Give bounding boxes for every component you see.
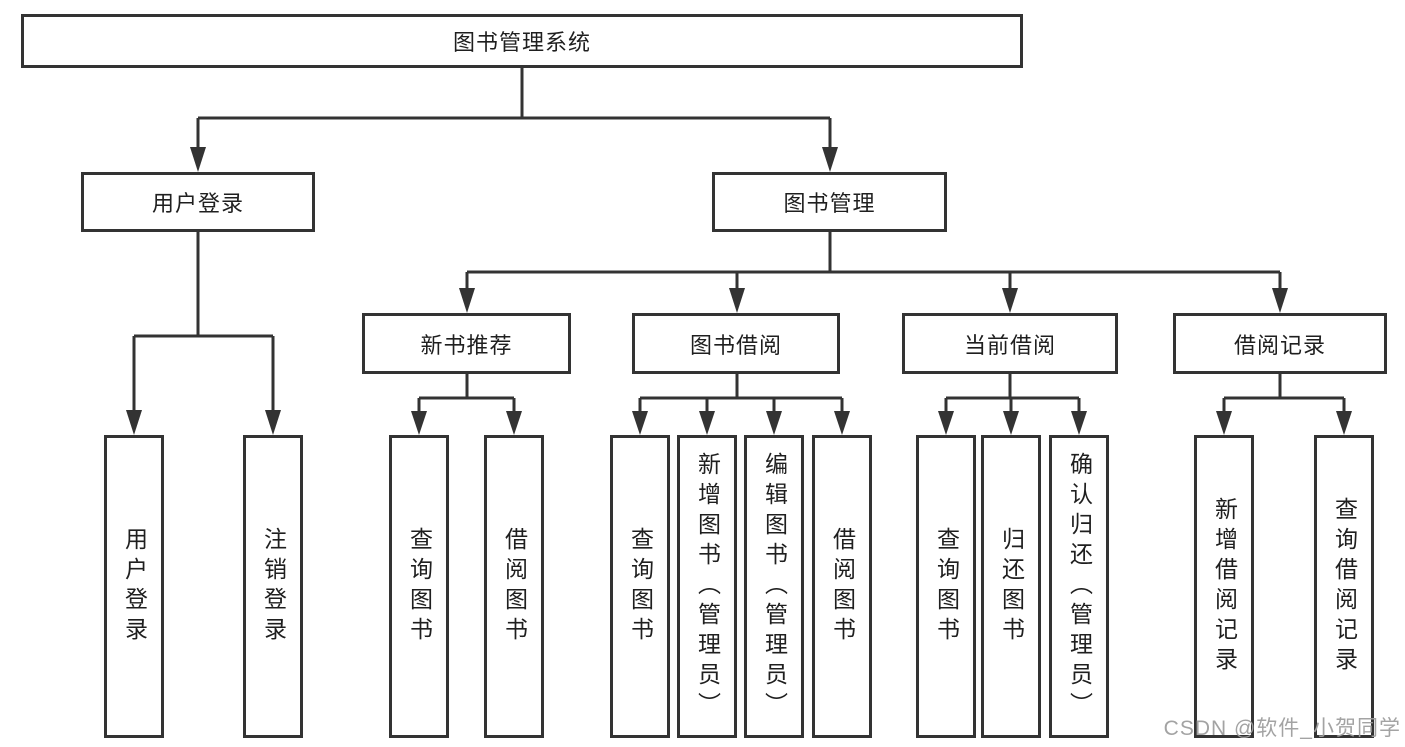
node-label: 归还图书 bbox=[998, 526, 1025, 647]
node-leaf-confirm-return-admin: 确认归还（管理员） bbox=[1049, 435, 1109, 738]
node-label: 查询图书 bbox=[933, 526, 960, 647]
node-label: 新书推荐 bbox=[420, 332, 513, 358]
node-label: 当前借阅 bbox=[963, 332, 1056, 358]
node-book-borrow: 图书借阅 bbox=[632, 313, 840, 374]
node-label: 用户登录 bbox=[121, 526, 148, 647]
arrowheads bbox=[126, 147, 1352, 435]
node-leaf-query-borrow-record: 查询借阅记录 bbox=[1314, 435, 1374, 738]
node-leaf-query-book-3: 查询图书 bbox=[916, 435, 976, 738]
node-label: 确认归还（管理员） bbox=[1066, 451, 1093, 722]
node-leaf-borrow-book-2: 借阅图书 bbox=[812, 435, 872, 738]
node-label: 查询图书 bbox=[627, 526, 654, 647]
node-leaf-borrow-book-1: 借阅图书 bbox=[484, 435, 544, 738]
csdn-watermark: CSDN @软件_小贺同学 bbox=[1163, 717, 1401, 740]
node-leaf-add-book-admin: 新增图书（管理员） bbox=[677, 435, 737, 738]
node-leaf-query-book-2: 查询图书 bbox=[610, 435, 670, 738]
node-label: 图书管理 bbox=[783, 191, 876, 216]
node-new-book-recommend: 新书推荐 bbox=[362, 313, 571, 374]
node-label: 新增借阅记录 bbox=[1211, 496, 1238, 677]
node-label: 借阅图书 bbox=[501, 526, 528, 647]
node-borrow-records: 借阅记录 bbox=[1173, 313, 1387, 374]
node-label: 编辑图书（管理员） bbox=[761, 451, 788, 722]
node-label: 图书管理系统 bbox=[452, 30, 591, 55]
node-label: 新增图书（管理员） bbox=[694, 451, 721, 722]
node-label: 查询图书 bbox=[406, 526, 433, 647]
node-leaf-add-borrow-record: 新增借阅记录 bbox=[1194, 435, 1254, 738]
node-current-borrow: 当前借阅 bbox=[902, 313, 1118, 374]
node-label: 借阅记录 bbox=[1233, 332, 1326, 358]
node-leaf-query-book-1: 查询图书 bbox=[389, 435, 449, 738]
node-user-login: 用户登录 bbox=[81, 172, 315, 232]
node-leaf-return-book: 归还图书 bbox=[981, 435, 1041, 738]
node-label: 查询借阅记录 bbox=[1331, 496, 1358, 677]
node-book-management: 图书管理 bbox=[712, 172, 947, 232]
node-label: 注销登录 bbox=[260, 526, 287, 647]
node-label: 借阅图书 bbox=[829, 526, 856, 647]
node-leaf-edit-book-admin: 编辑图书（管理员） bbox=[744, 435, 804, 738]
node-leaf-user-login: 用户登录 bbox=[104, 435, 164, 738]
node-book-management-system: 图书管理系统 bbox=[21, 14, 1023, 68]
node-label: 用户登录 bbox=[151, 191, 244, 216]
node-label: 图书借阅 bbox=[689, 332, 782, 358]
node-leaf-logout: 注销登录 bbox=[243, 435, 303, 738]
